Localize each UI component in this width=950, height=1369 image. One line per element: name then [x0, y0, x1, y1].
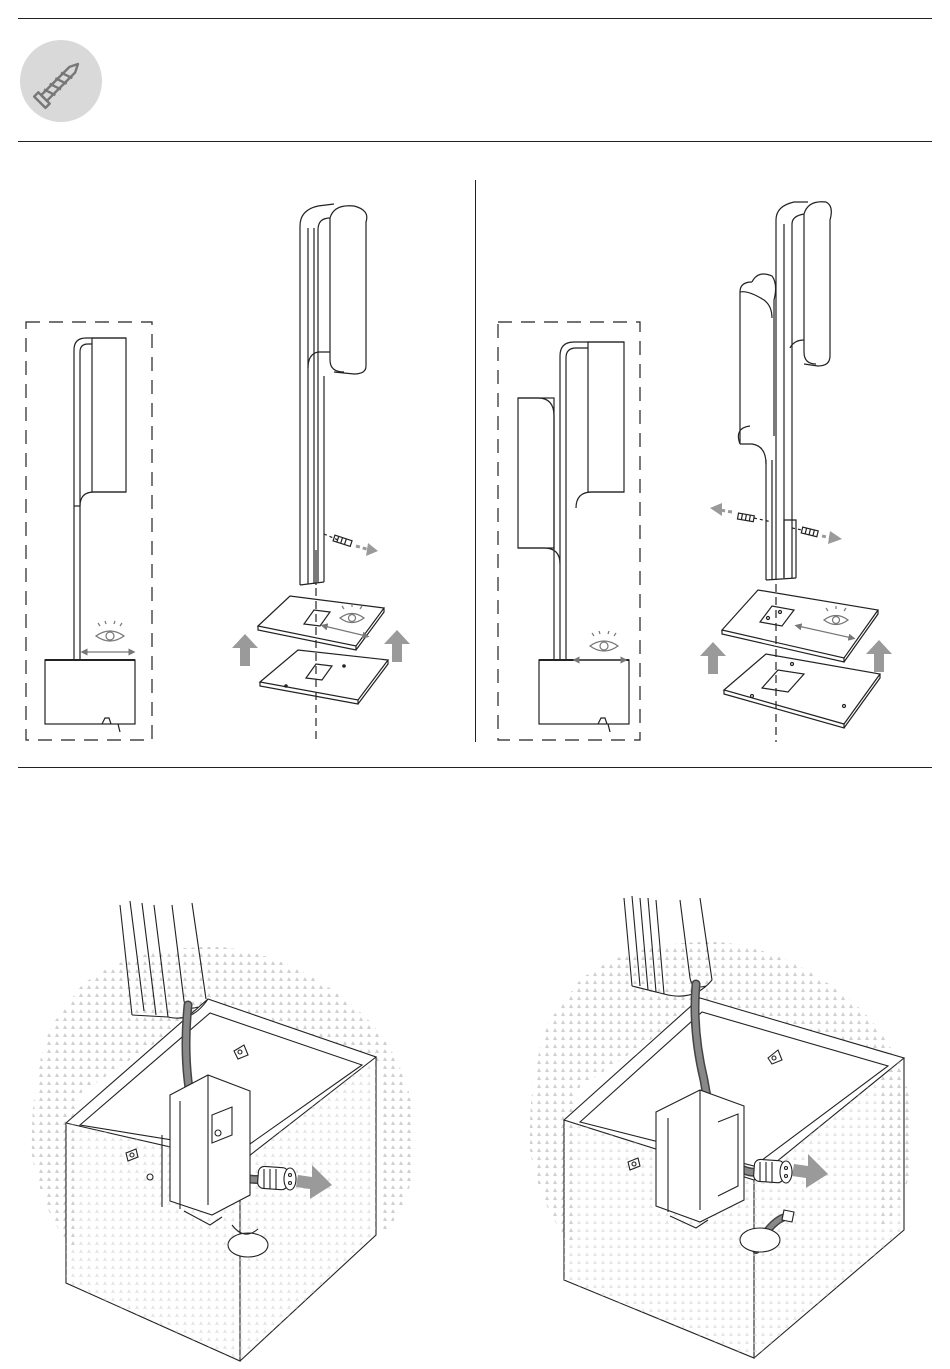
mounting-plate-lower	[724, 654, 880, 728]
exploded-lamp	[300, 204, 367, 585]
eye-icon	[96, 621, 124, 641]
screw-icon	[333, 535, 352, 546]
junction-box-left-detail	[22, 895, 432, 1365]
clearance-arrow	[798, 626, 852, 638]
junction-box-right-detail	[520, 890, 930, 1360]
eye-icon	[340, 604, 364, 623]
side-view-double-lamp	[518, 342, 629, 732]
cable-connector-icon	[753, 1159, 792, 1183]
cable-connector-icon	[257, 1166, 296, 1190]
eye-icon	[590, 631, 618, 651]
mounting-bracket	[162, 1075, 250, 1225]
side-view-frame	[498, 322, 640, 740]
mounting-plate-lower	[260, 650, 388, 704]
panel-divider	[475, 180, 476, 742]
arrow-up-icon	[700, 642, 726, 674]
eye-icon	[824, 606, 848, 625]
header-rule	[18, 141, 932, 142]
exploded-double-lamp	[738, 202, 831, 580]
arrow-up-icon	[866, 640, 892, 672]
clearance-arrow	[324, 626, 366, 636]
single-lamp-panel	[18, 190, 468, 760]
arrow-right-icon	[356, 543, 378, 556]
mounting-plate-upper	[258, 596, 384, 650]
arrow-up-icon	[232, 634, 258, 666]
double-lamp-panel	[482, 190, 932, 760]
screw-tool-badge	[20, 40, 102, 122]
screw-icon	[737, 513, 754, 522]
screw-icon	[20, 40, 102, 122]
arrow-up-icon	[384, 630, 410, 662]
screw-icon	[801, 527, 818, 537]
mid-rule	[18, 767, 932, 768]
side-view-lamp	[45, 338, 135, 732]
arrow-left-icon	[710, 503, 732, 516]
top-rule	[18, 18, 932, 19]
arrow-right-icon	[822, 531, 842, 544]
